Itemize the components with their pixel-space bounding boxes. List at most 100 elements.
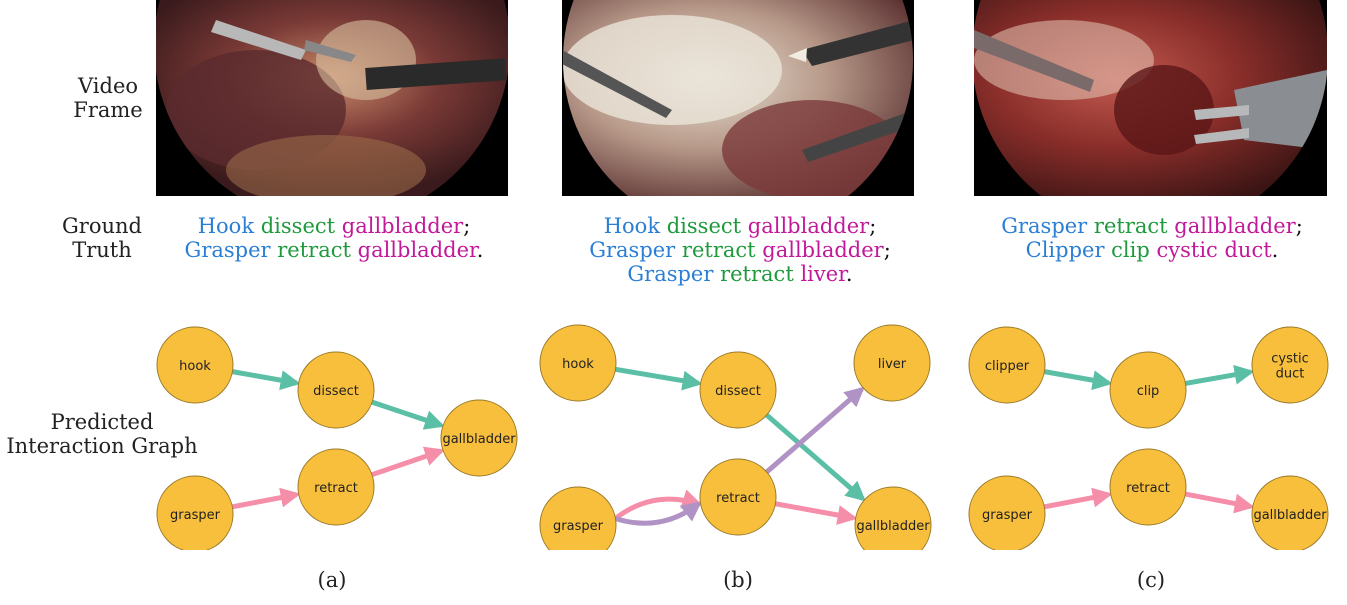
gt-verb: retract xyxy=(720,262,794,286)
gt-verb: dissect xyxy=(261,214,335,238)
gt-verb: clip xyxy=(1111,238,1150,262)
node-label: dissect xyxy=(715,384,761,399)
gt-tool: Hook xyxy=(604,214,660,238)
ground-truth-line: Clipper clip cystic duct. xyxy=(982,238,1322,262)
gt-target: gallbladder xyxy=(342,214,463,238)
node-label: gallbladder xyxy=(442,432,516,447)
video-frame-b xyxy=(562,0,914,196)
ground-truth-c: Grasper retract gallbladder;Clipper clip… xyxy=(982,214,1322,262)
node-label: hook xyxy=(179,359,211,374)
caption-c: (c) xyxy=(1121,568,1181,592)
gt-target: gallbladder xyxy=(762,238,883,262)
gt-punct: ; xyxy=(463,214,470,238)
gt-space xyxy=(741,214,748,238)
gt-punct: ; xyxy=(884,238,891,262)
edge-grasper-retract xyxy=(615,499,698,518)
gt-tool: Grasper xyxy=(627,262,713,286)
gt-space xyxy=(675,238,682,262)
row-label-ground-truth: Ground Truth xyxy=(52,214,152,262)
node-hook: hook xyxy=(540,325,616,401)
node-label: grasper xyxy=(170,508,221,523)
node-label: grasper xyxy=(982,508,1033,523)
node-label: clip xyxy=(1137,384,1160,399)
node-label: hook xyxy=(562,357,594,372)
node-hook: hook xyxy=(157,327,233,403)
gt-target: liver xyxy=(800,262,845,286)
gt-punct: . xyxy=(477,238,484,262)
node-clipper: clipper xyxy=(969,327,1045,403)
video-frame-c xyxy=(974,0,1327,196)
gt-tool: Hook xyxy=(198,214,254,238)
edge-grasper-retract xyxy=(615,504,698,523)
node-retract: retract xyxy=(298,449,374,525)
node-label: liver xyxy=(878,357,907,372)
ground-truth-line: Grasper retract gallbladder; xyxy=(570,238,910,262)
row-label-video-frame: Video Frame xyxy=(58,74,158,122)
gt-space xyxy=(1087,214,1094,238)
node-clip: clip xyxy=(1110,352,1186,428)
caption-a: (a) xyxy=(302,568,362,592)
edge-clipper-clip xyxy=(1044,372,1108,383)
gt-space xyxy=(660,214,667,238)
edge-grasper-retract xyxy=(1044,495,1108,507)
video-frame-a xyxy=(156,0,508,196)
gt-target: gallbladder xyxy=(1174,214,1295,238)
ground-truth-a: Hook dissect gallbladder;Grasper retract… xyxy=(164,214,504,262)
node-retract: retract xyxy=(1110,449,1186,525)
ground-truth-line: Hook dissect gallbladder; xyxy=(164,214,504,238)
node-grasper: grasper xyxy=(157,476,233,550)
edge-retract-gallbladder xyxy=(372,451,441,475)
edge-dissect-gallbladder xyxy=(372,402,441,425)
gt-target: gallbladder xyxy=(748,214,869,238)
edge-retract-gallbladder xyxy=(1185,494,1250,506)
edge-clip-cystic xyxy=(1185,372,1250,383)
ground-truth-line: Grasper retract gallbladder; xyxy=(982,214,1322,238)
gt-punct: . xyxy=(1272,238,1279,262)
node-dissect: dissect xyxy=(298,352,374,428)
node-label: retract xyxy=(314,481,358,496)
node-label: gallbladder xyxy=(856,519,930,534)
gt-tool: Clipper xyxy=(1026,238,1105,262)
node-label: gallbladder xyxy=(1253,508,1327,523)
gt-verb: retract xyxy=(1094,214,1168,238)
gt-verb: retract xyxy=(682,238,756,262)
gt-tool: Grasper xyxy=(1001,214,1087,238)
caption-b: (b) xyxy=(708,568,768,592)
node-grasper: grasper xyxy=(969,476,1045,550)
gt-punct: ; xyxy=(869,214,876,238)
ground-truth-line: Grasper retract liver. xyxy=(570,262,910,286)
node-label: retract xyxy=(716,491,760,506)
node-label: clipper xyxy=(985,359,1030,374)
gt-punct: ; xyxy=(1296,214,1303,238)
gt-space xyxy=(351,238,358,262)
ground-truth-line: Hook dissect gallbladder; xyxy=(570,214,910,238)
node-label: dissect xyxy=(313,384,359,399)
node-label: duct xyxy=(1276,367,1305,382)
edge-hook-dissect xyxy=(615,369,698,383)
gt-punct: . xyxy=(846,262,853,286)
node-gallbladder: gallbladder xyxy=(441,400,517,476)
gt-space xyxy=(1150,238,1157,262)
node-label: retract xyxy=(1126,481,1170,496)
node-gallbladder: gallbladder xyxy=(855,487,931,550)
gt-tool: Grasper xyxy=(185,238,271,262)
gt-verb: dissect xyxy=(667,214,741,238)
ground-truth-b: Hook dissect gallbladder;Grasper retract… xyxy=(570,214,910,286)
gt-verb: retract xyxy=(277,238,351,262)
interaction-graph-a: hook dissect gallbladder grasper retract xyxy=(140,320,540,550)
node-gallbladder: gallbladder xyxy=(1252,476,1328,550)
node-label: cystic xyxy=(1271,352,1308,367)
gt-target: cystic duct xyxy=(1157,238,1272,262)
node-dissect: dissect xyxy=(700,352,776,428)
edge-hook-dissect xyxy=(232,372,296,383)
gt-space xyxy=(335,214,342,238)
node-retract: retract xyxy=(700,459,776,535)
node-liver: liver xyxy=(854,325,930,401)
gt-target: gallbladder xyxy=(358,238,477,262)
gt-space xyxy=(254,214,261,238)
node-grasper: grasper xyxy=(540,487,616,550)
gt-tool: Grasper xyxy=(589,238,675,262)
edge-grasper-retract xyxy=(232,495,296,507)
